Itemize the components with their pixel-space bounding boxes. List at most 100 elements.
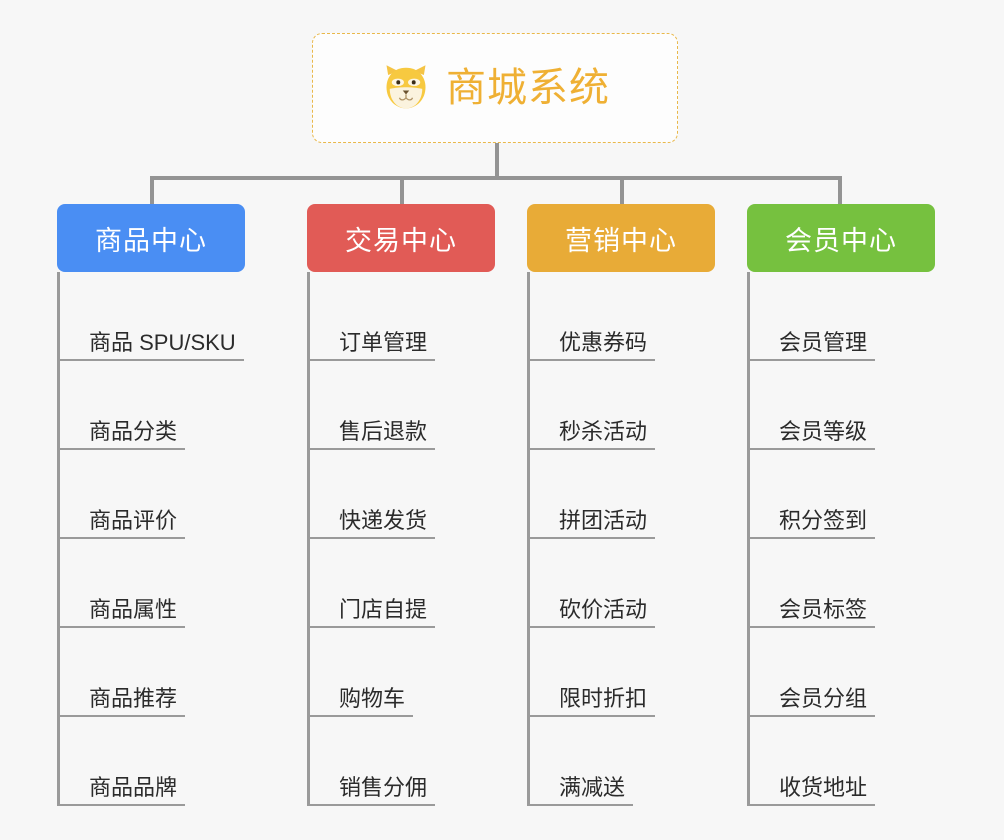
leaf-item[interactable]: 会员分组	[747, 628, 935, 717]
branch-column-1: 商品中心 商品 SPU/SKU 商品分类 商品评价 商品属性	[57, 204, 245, 806]
leaf-label: 会员等级	[779, 418, 868, 444]
category-label-3: 营销中心	[565, 225, 677, 256]
root-title: 商城系统	[446, 66, 610, 110]
leaf-underline	[57, 537, 186, 539]
leaf-label: 快递发货	[339, 507, 428, 533]
leaf-label: 砍价活动	[559, 596, 648, 622]
leaf-label: 购物车	[339, 685, 406, 711]
leaf-label: 秒杀活动	[559, 418, 648, 444]
leaf-item[interactable]: 会员管理	[747, 272, 935, 361]
category-box-2[interactable]: 交易中心	[307, 204, 495, 272]
leaf-underline	[57, 715, 186, 717]
leaf-item[interactable]: 秒杀活动	[527, 361, 715, 450]
category-box-4[interactable]: 会员中心	[747, 204, 935, 272]
category-box-1[interactable]: 商品中心	[57, 204, 245, 272]
connector-drop-2	[400, 176, 404, 204]
leaf-underline	[307, 537, 436, 539]
root-node[interactable]: 商城系统	[312, 33, 678, 143]
leaf-item[interactable]: 拼团活动	[527, 450, 715, 539]
leaf-item[interactable]: 商品属性	[57, 539, 245, 628]
children-list-3: 优惠券码 秒杀活动 拼团活动 砍价活动 限时折扣	[527, 272, 715, 806]
connector-bar	[150, 176, 840, 180]
leaf-label: 商品 SPU/SKU	[89, 329, 236, 355]
leaf-label: 会员分组	[779, 685, 868, 711]
leaf-underline	[57, 626, 186, 628]
category-box-3[interactable]: 营销中心	[527, 204, 715, 272]
leaf-item[interactable]: 会员等级	[747, 361, 935, 450]
branch-spine-3	[527, 272, 530, 806]
leaf-underline	[307, 804, 436, 806]
leaf-item[interactable]: 收货地址	[747, 717, 935, 806]
leaf-label: 满减送	[559, 774, 626, 800]
leaf-label: 拼团活动	[559, 507, 648, 533]
leaf-item[interactable]: 商品品牌	[57, 717, 245, 806]
leaf-item[interactable]: 商品推荐	[57, 628, 245, 717]
connector-stem	[495, 143, 499, 179]
leaf-item[interactable]: 积分签到	[747, 450, 935, 539]
children-list-2: 订单管理 售后退款 快递发货 门店自提 购物车	[307, 272, 495, 806]
leaf-underline	[527, 359, 656, 361]
leaf-item[interactable]: 订单管理	[307, 272, 495, 361]
leaf-label: 商品评价	[89, 507, 178, 533]
leaf-underline	[57, 804, 186, 806]
leaf-item[interactable]: 售后退款	[307, 361, 495, 450]
connector-drop-1	[150, 176, 154, 204]
leaf-underline	[307, 715, 414, 717]
category-label-1: 商品中心	[95, 225, 207, 256]
branch-spine-1	[57, 272, 60, 806]
leaf-item[interactable]: 购物车	[307, 628, 495, 717]
leaf-underline	[527, 537, 656, 539]
leaf-label: 商品属性	[89, 596, 178, 622]
leaf-item[interactable]: 门店自提	[307, 539, 495, 628]
leaf-item[interactable]: 优惠券码	[527, 272, 715, 361]
leaf-underline	[747, 448, 876, 450]
leaf-underline	[747, 359, 876, 361]
connector-drop-3	[620, 176, 624, 204]
leaf-label: 商品分类	[89, 418, 178, 444]
leaf-label: 积分签到	[779, 507, 868, 533]
leaf-item[interactable]: 满减送	[527, 717, 715, 806]
leaf-item[interactable]: 销售分佣	[307, 717, 495, 806]
connector-drop-4	[838, 176, 842, 204]
leaf-underline	[747, 537, 876, 539]
leaf-label: 商品推荐	[89, 685, 178, 711]
leaf-underline	[747, 804, 876, 806]
leaf-label: 限时折扣	[559, 685, 648, 711]
leaf-underline	[57, 448, 186, 450]
leaf-label: 商品品牌	[89, 774, 178, 800]
shiba-dog-emoji	[380, 62, 432, 114]
leaf-label: 销售分佣	[339, 774, 428, 800]
leaf-item[interactable]: 砍价活动	[527, 539, 715, 628]
leaf-underline	[527, 448, 656, 450]
leaf-underline	[527, 804, 634, 806]
leaf-item[interactable]: 商品 SPU/SKU	[57, 272, 245, 361]
branch-spine-4	[747, 272, 750, 806]
leaf-underline	[307, 359, 436, 361]
category-label-2: 交易中心	[345, 225, 457, 256]
leaf-underline	[527, 626, 656, 628]
branch-column-3: 营销中心 优惠券码 秒杀活动 拼团活动 砍价活动	[527, 204, 715, 806]
leaf-label: 会员标签	[779, 596, 868, 622]
leaf-label: 收货地址	[779, 774, 868, 800]
leaf-label: 订单管理	[339, 329, 428, 355]
leaf-underline	[57, 359, 244, 361]
leaf-label: 优惠券码	[559, 329, 648, 355]
branch-spine-2	[307, 272, 310, 806]
leaf-label: 售后退款	[339, 418, 428, 444]
leaf-underline	[747, 715, 876, 717]
leaf-item[interactable]: 快递发货	[307, 450, 495, 539]
children-list-1: 商品 SPU/SKU 商品分类 商品评价 商品属性 商品推荐	[57, 272, 245, 806]
leaf-label: 门店自提	[339, 596, 428, 622]
leaf-underline	[307, 448, 436, 450]
category-label-4: 会员中心	[785, 225, 897, 256]
leaf-item[interactable]: 商品评价	[57, 450, 245, 539]
leaf-label: 会员管理	[779, 329, 868, 355]
branch-column-4: 会员中心 会员管理 会员等级 积分签到 会员标签	[747, 204, 935, 806]
leaf-item[interactable]: 限时折扣	[527, 628, 715, 717]
children-list-4: 会员管理 会员等级 积分签到 会员标签 会员分组	[747, 272, 935, 806]
leaf-underline	[527, 715, 656, 717]
leaf-item[interactable]: 会员标签	[747, 539, 935, 628]
leaf-item[interactable]: 商品分类	[57, 361, 245, 450]
leaf-underline	[747, 626, 876, 628]
